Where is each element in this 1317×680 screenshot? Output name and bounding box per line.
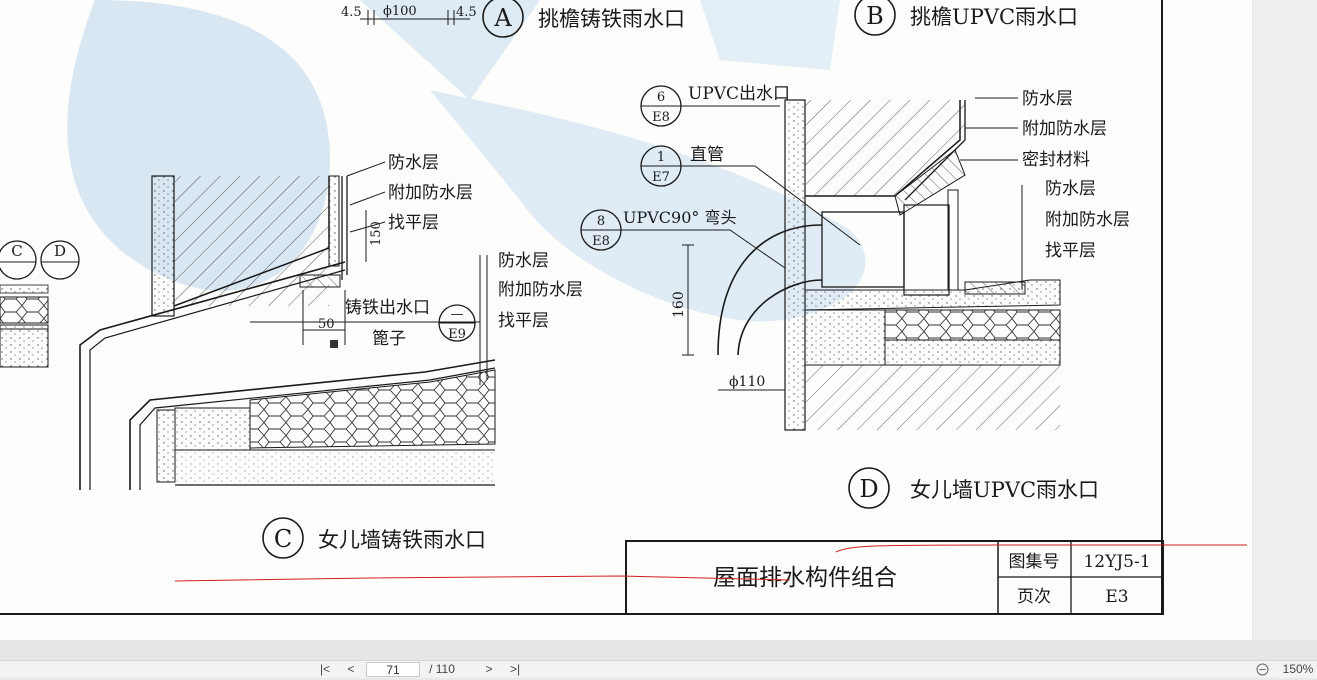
svg-text:挑檐UPVC雨水口: 挑檐UPVC雨水口 — [910, 5, 1078, 29]
svg-text:E7: E7 — [652, 170, 670, 185]
svg-text:UPVC出水口: UPVC出水口 — [688, 84, 790, 104]
svg-text:6: 6 — [657, 90, 665, 105]
svg-text:挑檐铸铁雨水口: 挑檐铸铁雨水口 — [538, 7, 685, 31]
svg-text:防水层: 防水层 — [1045, 179, 1096, 199]
detail-d-title: D 女儿墙UPVC雨水口 — [848, 467, 1099, 509]
svg-text:女儿墙UPVC雨水口: 女儿墙UPVC雨水口 — [910, 478, 1099, 502]
svg-text:4.5: 4.5 — [456, 5, 477, 20]
svg-text:找平层: 找平层 — [388, 213, 439, 233]
zoom-level: 150% — [1282, 662, 1314, 676]
svg-text:附加防水层: 附加防水层 — [388, 183, 473, 203]
detail-c-section — [79, 175, 496, 490]
red-annotation-lines — [174, 544, 1247, 582]
construction-drawing: A 挑檐铸铁雨水口 B 挑檐UPVC雨水口 4.5 ϕ100 4.5 C — [0, 0, 1247, 615]
zoom-out-icon[interactable] — [1255, 662, 1269, 677]
svg-text:4.5: 4.5 — [341, 5, 362, 20]
svg-text:图集号: 图集号 — [1009, 552, 1060, 572]
svg-text:B: B — [866, 2, 884, 30]
atlas-number: 12YJ5-1 — [1083, 552, 1150, 572]
svg-text:附加防水层: 附加防水层 — [498, 280, 583, 300]
title-block: 屋面排水构件组合 图集号 12YJ5-1 页次 E3 — [625, 540, 1164, 615]
right-scroll-area[interactable] — [1253, 0, 1317, 640]
svg-text:C: C — [274, 525, 292, 553]
svg-text:C: C — [11, 242, 22, 260]
svg-text:UPVC90° 弯头: UPVC90° 弯头 — [623, 208, 737, 227]
svg-text:1: 1 — [657, 150, 665, 165]
svg-text:篦子: 篦子 — [372, 329, 406, 349]
svg-text:直管: 直管 — [690, 145, 724, 165]
svg-text:—: — — [451, 307, 464, 322]
detail-c-labels: 防水层 附加防水层 找平层 防水层 附加防水层 找平层 铸铁出水口 篦子 150… — [303, 153, 583, 349]
svg-text:E8: E8 — [652, 110, 670, 125]
page-number-input[interactable] — [366, 662, 420, 677]
svg-text:50: 50 — [318, 317, 335, 332]
next-page-icon[interactable]: > — [485, 662, 493, 676]
svg-text:ϕ100: ϕ100 — [383, 4, 417, 19]
detail-a-title: A 挑檐铸铁雨水口 — [482, 0, 685, 38]
svg-text:E8: E8 — [592, 234, 610, 249]
svg-text:E9: E9 — [448, 327, 466, 342]
svg-text:找平层: 找平层 — [498, 311, 549, 331]
last-page-icon[interactable]: >| — [509, 662, 521, 676]
svg-text:附加防水层: 附加防水层 — [1045, 210, 1130, 230]
svg-text:8: 8 — [597, 214, 605, 229]
watermark — [67, 0, 866, 322]
total-pages: / 110 — [429, 662, 455, 676]
page-code: E3 — [1105, 587, 1128, 607]
svg-text:160: 160 — [671, 291, 687, 318]
svg-text:防水层: 防水层 — [388, 153, 439, 173]
svg-text:150: 150 — [369, 221, 384, 246]
drawing-title: 屋面排水构件组合 — [713, 565, 897, 591]
drawing-border — [0, 0, 1163, 615]
svg-text:D: D — [859, 475, 878, 503]
svg-text:A: A — [493, 4, 512, 32]
detail-c-title: C 女儿墙铸铁雨水口 — [262, 517, 486, 559]
svg-text:找平层: 找平层 — [1045, 241, 1096, 261]
detail-d-section — [717, 99, 1061, 431]
svg-text:页次: 页次 — [1017, 587, 1051, 607]
first-page-icon[interactable]: |< — [319, 662, 331, 676]
svg-text:D: D — [54, 242, 66, 260]
drawing-page: A 挑檐铸铁雨水口 B 挑檐UPVC雨水口 4.5 ϕ100 4.5 C — [0, 0, 1252, 640]
svg-text:防水层: 防水层 — [1022, 89, 1073, 109]
svg-text:ϕ110: ϕ110 — [729, 374, 765, 390]
svg-text:密封材料: 密封材料 — [1022, 150, 1090, 170]
left-detail-refs: C D — [0, 240, 80, 368]
prev-page-icon[interactable]: < — [347, 662, 355, 676]
svg-text:铸铁出水口: 铸铁出水口 — [345, 298, 430, 318]
document-viewer[interactable]: A 挑檐铸铁雨水口 B 挑檐UPVC雨水口 4.5 ϕ100 4.5 C — [0, 0, 1317, 660]
svg-text:防水层: 防水层 — [498, 251, 549, 271]
detail-d-labels: 6 E8 UPVC出水口 1 E7 直管 8 E8 UPVC90° 弯头 — [580, 84, 1130, 391]
svg-text:女儿墙铸铁雨水口: 女儿墙铸铁雨水口 — [318, 528, 486, 552]
top-dimension: 4.5 ϕ100 4.5 — [341, 4, 477, 25]
svg-text:附加防水层: 附加防水层 — [1022, 119, 1107, 139]
page-toolbar: |< < / 110 > >| 150% — [0, 660, 1317, 678]
detail-b-title: B 挑檐UPVC雨水口 — [854, 0, 1078, 36]
